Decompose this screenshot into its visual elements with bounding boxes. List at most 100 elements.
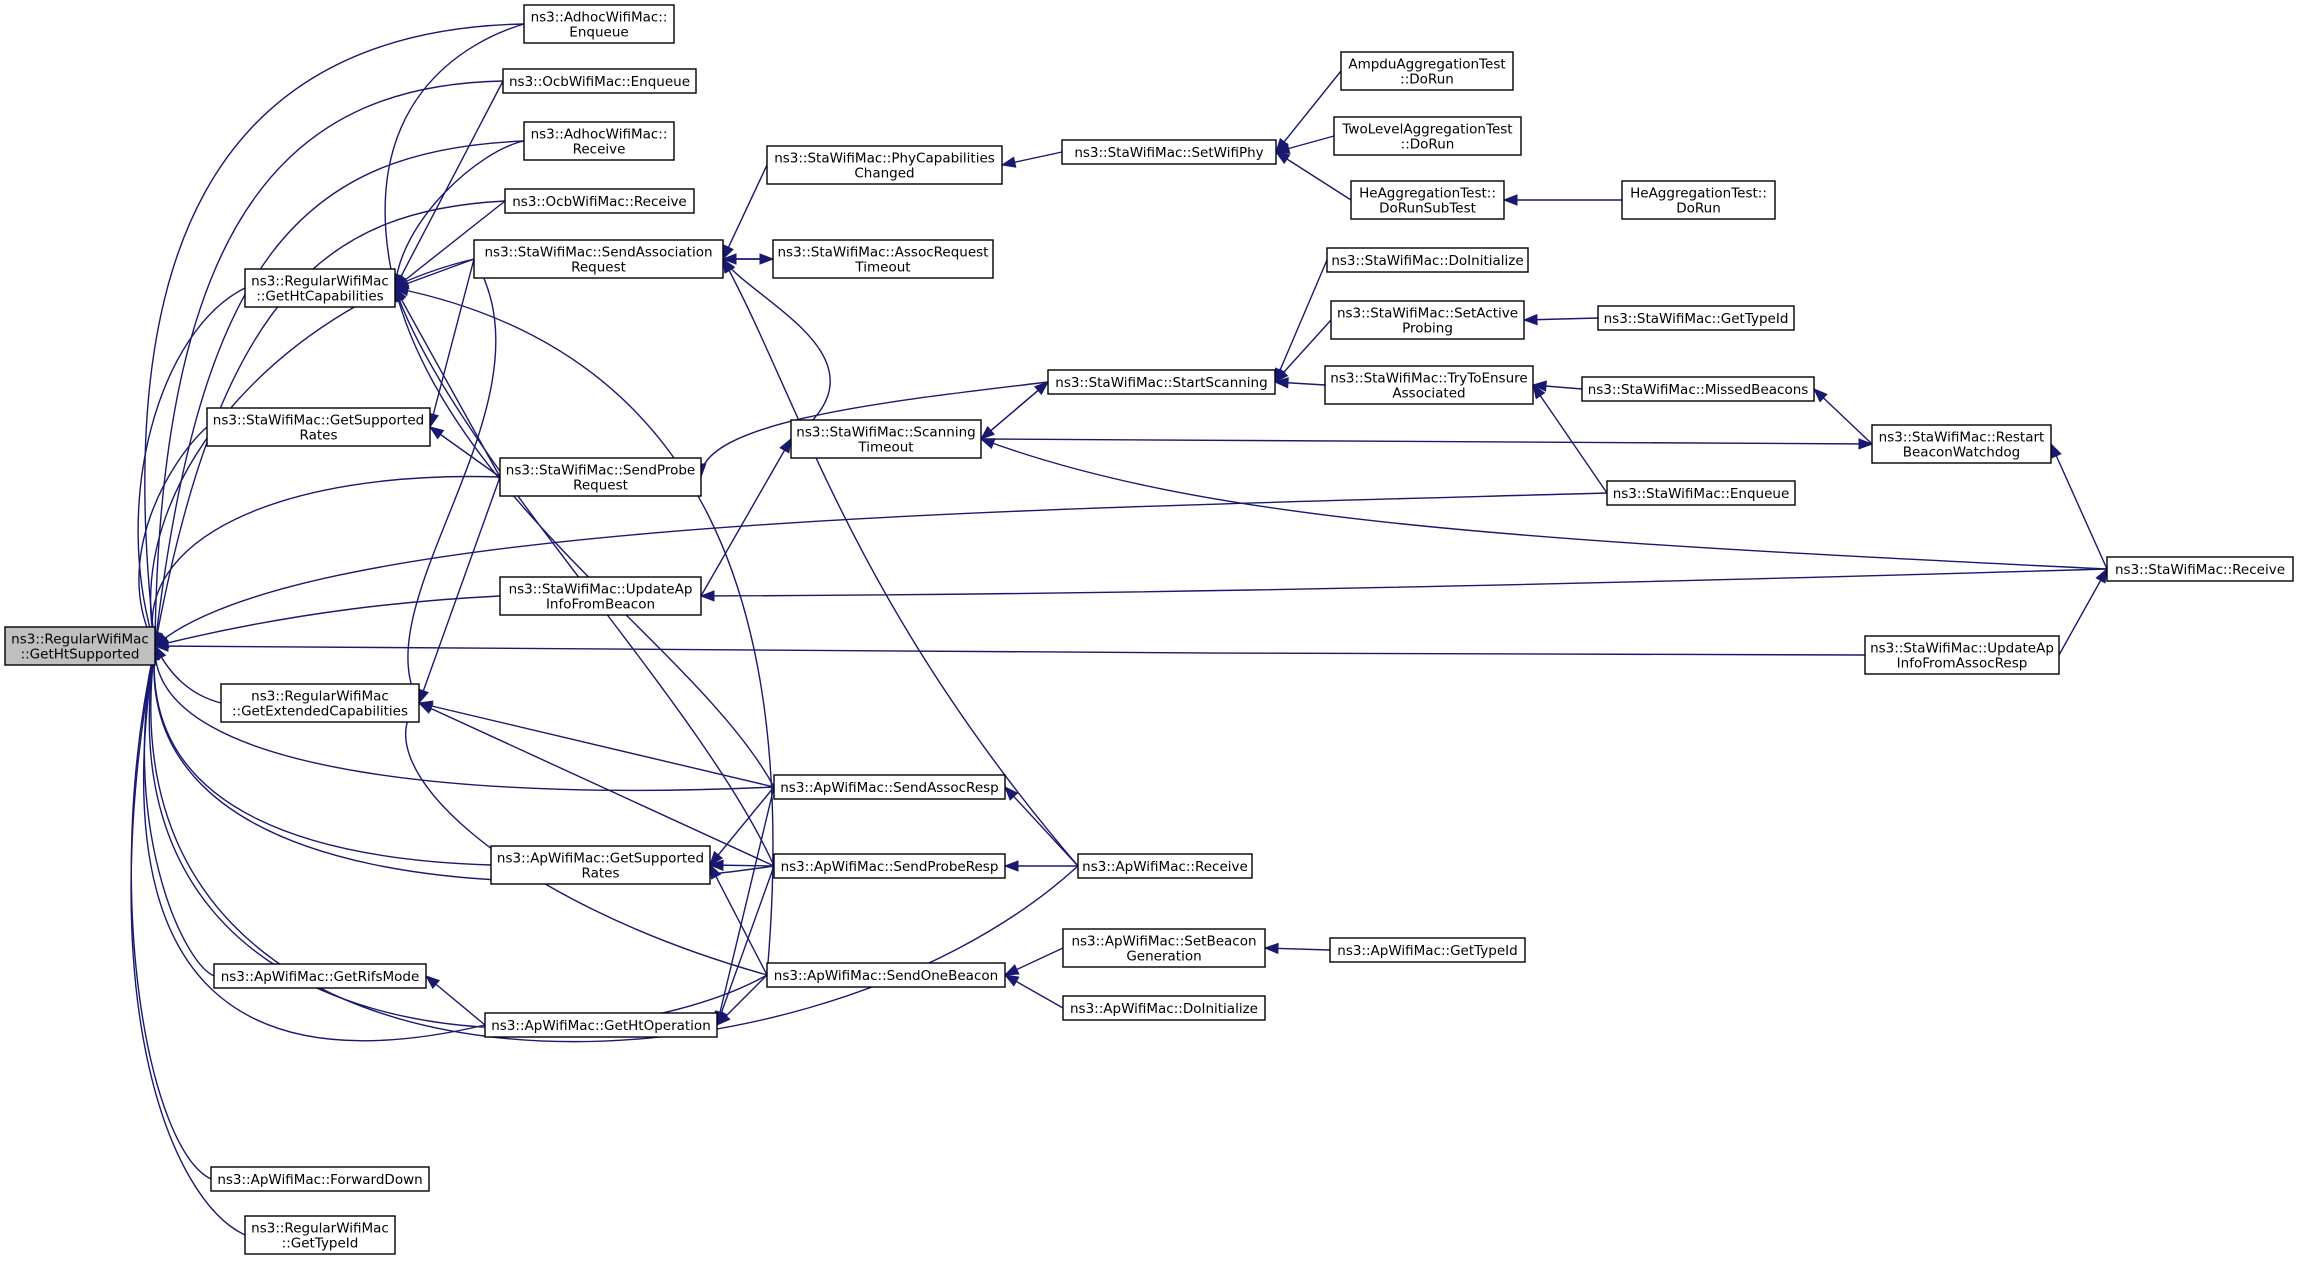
node-label: ns3::StaWifiMac::PhyCapabilities: [774, 151, 995, 167]
node-twolevel[interactable]: TwoLevelAggregationTest::DoRun: [1333, 116, 1522, 156]
node-label: ns3::StaWifiMac::MissedBeacons: [1588, 382, 1809, 398]
node-ap-receive[interactable]: ns3::ApWifiMac::Receive: [1077, 853, 1253, 879]
node-sta-doinit[interactable]: ns3::StaWifiMac::DoInitialize: [1326, 247, 1529, 273]
call-edge: [154, 80, 504, 647]
node-sta-setwifiphy[interactable]: ns3::StaWifiMac::SetWifiPhy: [1061, 139, 1277, 165]
node-ap-gethtop[interactable]: ns3::ApWifiMac::GetHtOperation: [484, 1012, 718, 1038]
call-edge-arrowhead: [2050, 442, 2062, 459]
node-root[interactable]: ns3::RegularWifiMac::GetHtSupported: [4, 626, 156, 666]
call-edge-arrowhead: [1003, 860, 1019, 872]
node-label: ns3::ApWifiMac::SendOneBeacon: [774, 968, 998, 984]
call-edge-arrowhead: [1531, 380, 1547, 392]
node-label: TwoLevelAggregationTest: [1341, 122, 1512, 138]
node-label: Generation: [1126, 949, 1201, 965]
call-edge-arrowhead: [1004, 785, 1019, 801]
call-edge-arrowhead: [1274, 368, 1289, 384]
node-sta-updateassoc[interactable]: ns3::StaWifiMac::UpdateApInfoFromAssocRe…: [1864, 635, 2060, 675]
call-edge: [1004, 786, 1079, 867]
call-edge: [722, 258, 1079, 867]
node-adhoc-recv[interactable]: ns3::AdhocWifiMac::Receive: [523, 121, 675, 161]
node-getext[interactable]: ns3::RegularWifiMac::GetExtendedCapabili…: [220, 683, 420, 723]
node-box: [523, 121, 675, 161]
node-box: [523, 4, 675, 44]
node-ap-sendassocresp[interactable]: ns3::ApWifiMac::SendAssocResp: [773, 774, 1006, 800]
node-label: ns3::StaWifiMac::TryToEnsure: [1330, 371, 1527, 387]
node-adhoc-enq[interactable]: ns3::AdhocWifiMac::Enqueue: [523, 4, 675, 44]
node-label: ns3::RegularWifiMac: [251, 689, 389, 705]
node-reg-gettypeid[interactable]: ns3::RegularWifiMac::GetTypeId: [244, 1215, 396, 1255]
node-label: ns3::ApWifiMac::GetTypeId: [1337, 943, 1517, 959]
call-edge: [394, 287, 774, 976]
node-box: [213, 963, 427, 989]
call-edge-arrowhead: [1812, 388, 1828, 403]
call-edge: [394, 80, 504, 289]
call-edge-arrowhead: [418, 688, 429, 705]
node-box: [490, 845, 711, 885]
node-getht[interactable]: ns3::RegularWifiMac::GetHtCapabilities: [244, 268, 396, 308]
node-box: [473, 239, 724, 279]
node-sta-enqueue[interactable]: ns3::StaWifiMac::Enqueue: [1606, 480, 1796, 506]
node-box: [206, 407, 431, 447]
call-edge: [405, 702, 768, 976]
node-ampdu[interactable]: AmpduAggregationTest::DoRun: [1340, 51, 1514, 91]
node-ap-getrifs[interactable]: ns3::ApWifiMac::GetRifsMode: [213, 963, 427, 989]
call-edge-arrowhead: [2095, 567, 2108, 584]
node-label: ns3::RegularWifiMac: [251, 1221, 389, 1237]
node-label: ns3::StaWifiMac::DoInitialize: [1331, 253, 1523, 269]
node-label: ns3::StaWifiMac::Receive: [2115, 562, 2285, 578]
node-he-sub[interactable]: HeAggregationTest::DoRunSubTest: [1350, 180, 1505, 220]
node-ap-sendproberesp[interactable]: ns3::ApWifiMac::SendProbeResp: [773, 853, 1006, 879]
call-edge-arrowhead: [722, 257, 735, 274]
node-ocb-enq[interactable]: ns3::OcbWifiMac::Enqueue: [502, 68, 697, 94]
node-box: [1597, 305, 1795, 331]
call-edge-arrowhead: [1858, 438, 1874, 450]
call-edge: [149, 258, 475, 647]
node-label: Request: [573, 478, 628, 494]
node-sta-receive[interactable]: ns3::StaWifiMac::Receive: [2106, 556, 2294, 582]
node-ap-sendonebeacon[interactable]: ns3::ApWifiMac::SendOneBeacon: [766, 962, 1006, 988]
node-ap-gettypeid[interactable]: ns3::ApWifiMac::GetTypeId: [1329, 937, 1526, 963]
node-ap-forwarddown[interactable]: ns3::ApWifiMac::ForwardDown: [210, 1166, 430, 1192]
node-label: ns3::ApWifiMac::DoInitialize: [1070, 1001, 1258, 1017]
node-box: [502, 68, 697, 94]
node-label: ns3::ApWifiMac::SetBeacon: [1071, 934, 1256, 950]
call-edge: [137, 287, 246, 647]
node-label: ns3::StaWifiMac::StartScanning: [1055, 375, 1267, 391]
call-edge-arrowhead: [979, 438, 996, 450]
node-box: [1324, 365, 1534, 405]
call-edge-arrowhead: [1000, 156, 1017, 168]
node-box: [1330, 300, 1525, 340]
call-edge: [394, 258, 475, 289]
node-label: Rates: [582, 866, 620, 882]
node-label: ::GetHtSupported: [21, 647, 140, 663]
call-edge: [700, 381, 1049, 478]
node-box: [1581, 376, 1815, 402]
node-ap-doinit[interactable]: ns3::ApWifiMac::DoInitialize: [1062, 995, 1266, 1021]
call-edge: [2058, 568, 2108, 656]
node-label: ns3::ApWifiMac::GetSupported: [497, 851, 704, 867]
node-sta-gettypeid[interactable]: ns3::StaWifiMac::GetTypeId: [1597, 305, 1795, 331]
call-edge-arrowhead: [153, 640, 169, 652]
node-box: [4, 626, 156, 666]
node-sta-startscan[interactable]: ns3::StaWifiMac::StartScanning: [1047, 369, 1276, 395]
node-he-dorun[interactable]: HeAggregationTest::DoRun: [1621, 180, 1776, 220]
node-box: [772, 239, 994, 279]
node-box: [1062, 928, 1266, 968]
node-label: ns3::AdhocWifiMac::: [531, 127, 668, 143]
node-label: HeAggregationTest::: [1359, 186, 1496, 202]
node-ocb-recv[interactable]: ns3::OcbWifiMac::Receive: [504, 188, 695, 214]
node-sta-missed[interactable]: ns3::StaWifiMac::MissedBeacons: [1581, 376, 1815, 402]
node-label: ns3::OcbWifiMac::Enqueue: [509, 74, 690, 90]
